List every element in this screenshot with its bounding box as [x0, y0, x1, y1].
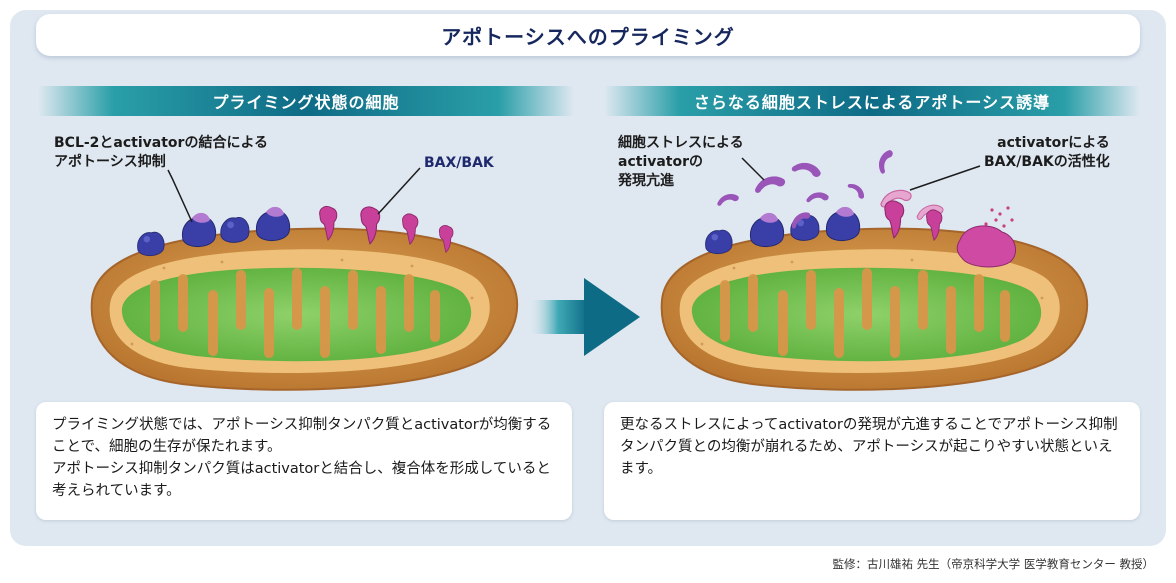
right-label-stress: 細胞ストレスによる activatorの 発現亢進	[618, 135, 744, 189]
page-title: アポトーシスへのプライミング	[441, 24, 735, 49]
title-bar: アポトーシスへのプライミング	[36, 14, 1140, 56]
left-panel-header: プライミング状態の細胞	[38, 86, 574, 116]
activated-bax	[880, 189, 1017, 268]
left-panel-title: プライミング状態の細胞	[212, 93, 400, 112]
right-description-text: 更なるストレスによってactivatorの発現が亢進することでアポトーシス抑制タ…	[620, 417, 1118, 477]
right-panel-title: さらなる細胞ストレスによるアポトーシス誘導	[693, 93, 1051, 112]
transition-arrow	[528, 278, 640, 356]
right-description: 更なるストレスによってactivatorの発現が亢進することでアポトーシス抑制タ…	[604, 402, 1140, 520]
supervisor-credit: 監修：古川雄祐 先生（帝京科学大学 医学教育センター 教授）	[832, 557, 1154, 571]
right-label-activation: activatorによる BAX/BAKの活性化	[984, 135, 1110, 170]
left-description-text: プライミング状態では、アポトーシス抑制タンパク質とactivatorが均衡するこ…	[52, 417, 552, 499]
left-description: プライミング状態では、アポトーシス抑制タンパク質とactivatorが均衡するこ…	[36, 402, 572, 520]
right-panel-header: さらなる細胞ストレスによるアポトーシス誘導	[604, 86, 1140, 116]
left-label-inhibition: BCL-2とactivatorの結合による アポトーシス抑制	[54, 135, 269, 170]
left-label-bax: BAX/BAK	[424, 155, 494, 171]
